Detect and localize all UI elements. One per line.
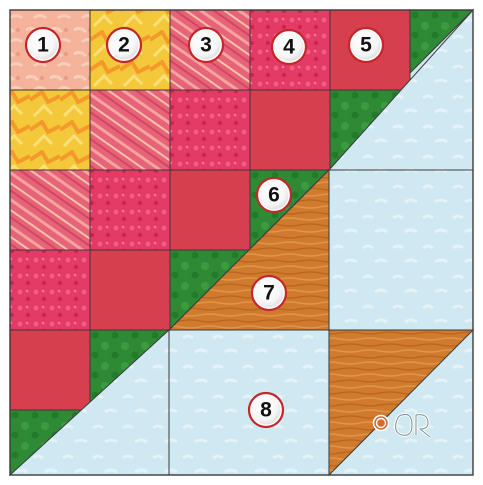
square-streak <box>90 90 170 170</box>
copyright-icon <box>374 416 389 431</box>
square-red <box>250 90 330 170</box>
svg-text:1: 1 <box>37 34 49 57</box>
piece-number-5: 5 <box>349 28 383 62</box>
svg-text:7: 7 <box>263 282 275 305</box>
piece-number-4: 4 <box>272 30 306 64</box>
svg-text:2: 2 <box>118 34 130 57</box>
square-red <box>10 330 90 410</box>
svg-text:8: 8 <box>260 399 272 422</box>
piece-number-8: 8 <box>249 393 283 427</box>
svg-text:4: 4 <box>283 36 295 59</box>
square-pink <box>170 90 250 170</box>
piece-number-7: 7 <box>252 276 286 310</box>
square-yellow <box>10 90 90 170</box>
svg-text:6: 6 <box>268 184 280 207</box>
piece-number-1: 1 <box>26 28 60 62</box>
square-red <box>90 250 170 330</box>
square-red <box>170 170 250 250</box>
svg-text:5: 5 <box>360 34 372 57</box>
square-pink <box>90 170 170 250</box>
piece-number-6: 6 <box>257 178 291 212</box>
svg-text:3: 3 <box>200 34 212 57</box>
piece-number-2: 2 <box>107 28 141 62</box>
piece-number-3: 3 <box>189 28 223 62</box>
square-streak <box>10 170 90 250</box>
square-pink <box>10 250 90 330</box>
